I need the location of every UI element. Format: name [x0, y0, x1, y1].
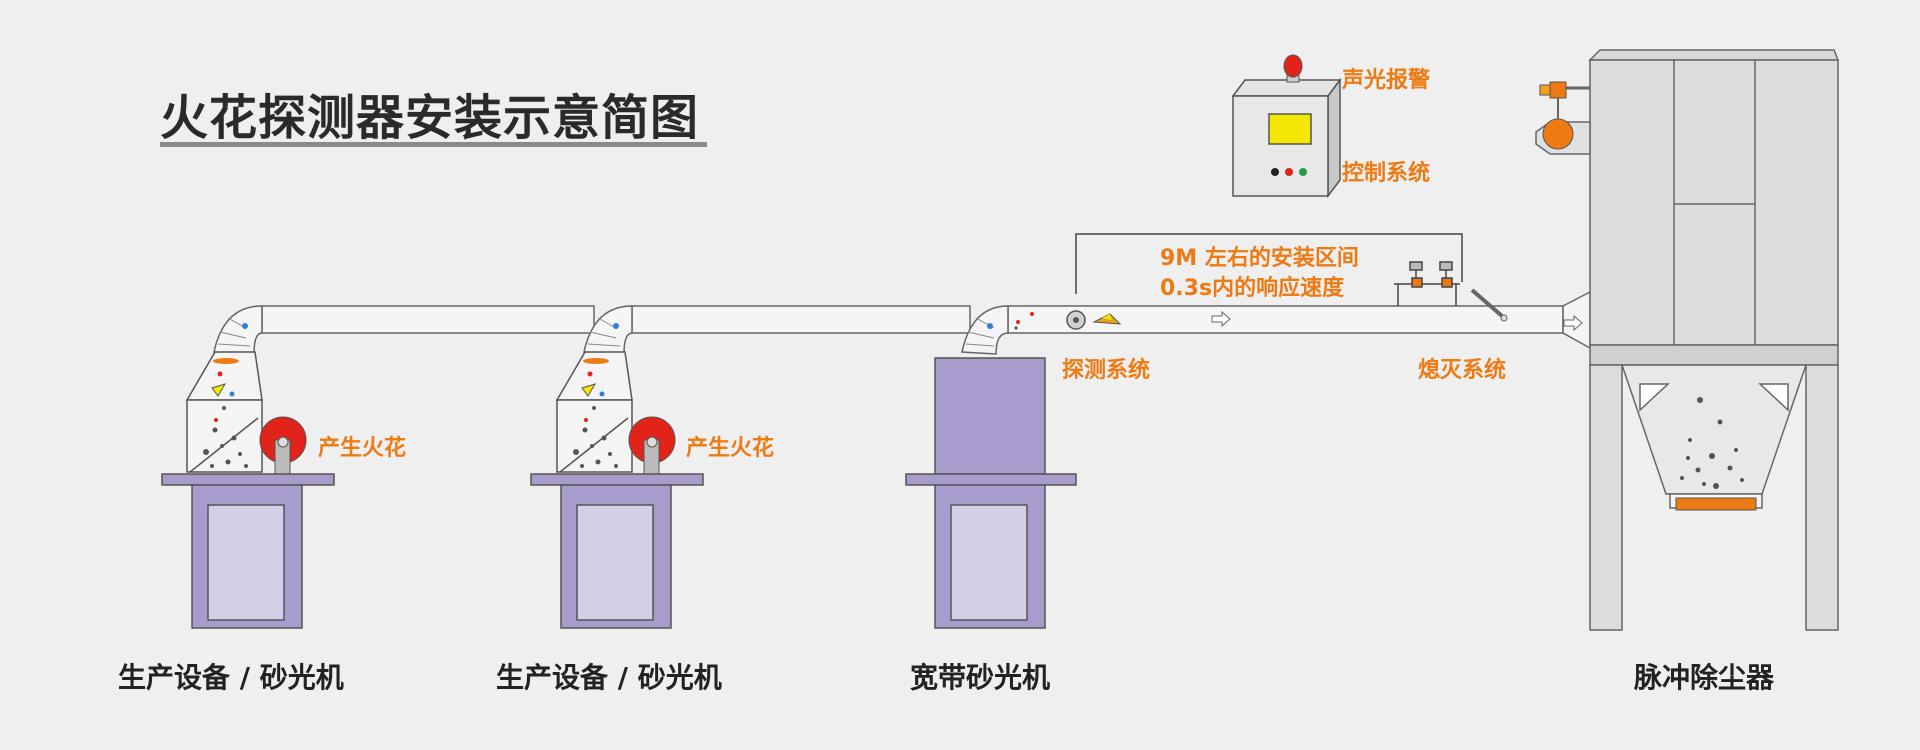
duct-elbows	[213, 305, 1009, 355]
machine3-caption: 宽带砂光机	[910, 661, 1051, 694]
collector-caption: 脉冲除尘器	[1634, 661, 1775, 694]
detection-sensor	[1066, 310, 1122, 330]
collector-outlet	[1675, 497, 1757, 511]
main-duct	[261, 290, 1591, 350]
distance-label: 9M 左右的安装区间	[1160, 246, 1359, 271]
machine2-table	[530, 473, 704, 486]
machine2-caption: 生产设备 / 砂光机	[496, 661, 722, 694]
extinguish-label: 熄灭系统	[1418, 358, 1507, 383]
elbow-ribs	[217, 317, 995, 347]
machine1-hopper	[185, 351, 263, 473]
extinguish-valves	[1394, 261, 1460, 306]
machine2-panel	[576, 504, 654, 621]
dust-particle	[613, 323, 619, 329]
spark-fragment	[211, 383, 227, 397]
nozzle-pipe	[1470, 288, 1504, 318]
machine1-panel	[207, 504, 285, 621]
machine1-table	[161, 473, 335, 486]
machine1-caption: 生产设备 / 砂光机	[118, 661, 344, 694]
page-title: 火花探测器安装示意简图	[160, 90, 700, 146]
sanding-belt	[559, 417, 629, 473]
flow-arrow-icon	[1211, 310, 1231, 328]
machine3-table	[905, 473, 1077, 486]
title-underline	[160, 142, 707, 147]
sanding-belt	[189, 417, 259, 473]
collected-dust	[1680, 397, 1744, 489]
detection-label: 探测系统	[1062, 358, 1151, 383]
dust-particle	[1030, 312, 1034, 316]
machine2-hopper	[555, 351, 633, 473]
response-label: 0.3s内的响应速度	[1160, 276, 1345, 301]
machine3-body	[934, 357, 1046, 475]
spark-label-2: 产生火花	[686, 436, 775, 461]
dust-particles	[573, 406, 618, 468]
dust-particles	[203, 406, 248, 468]
hopper-opening	[213, 358, 239, 364]
dust-particle	[987, 323, 993, 329]
control-box	[1231, 77, 1342, 199]
dust-particle	[242, 323, 248, 329]
flow-arrow-icon	[1563, 314, 1583, 332]
alarm-light-icon	[1283, 54, 1303, 83]
spark-label-1: 产生火花	[318, 436, 407, 461]
dust-particle	[1014, 326, 1018, 330]
nozzle-icon	[1500, 314, 1508, 322]
collector-pulse-valve	[1539, 81, 1590, 150]
spark-wheel	[628, 416, 676, 475]
spark-wheel	[259, 416, 307, 475]
alarm-label: 声光报警	[1342, 68, 1431, 93]
dust-particle	[1016, 320, 1020, 324]
hopper-opening	[583, 358, 609, 364]
dust-collector	[1535, 49, 1840, 631]
spark-fragment	[581, 383, 597, 397]
control-label: 控制系统	[1342, 161, 1431, 186]
machine3-panel	[950, 504, 1028, 621]
distance-bracket	[1075, 233, 1463, 294]
